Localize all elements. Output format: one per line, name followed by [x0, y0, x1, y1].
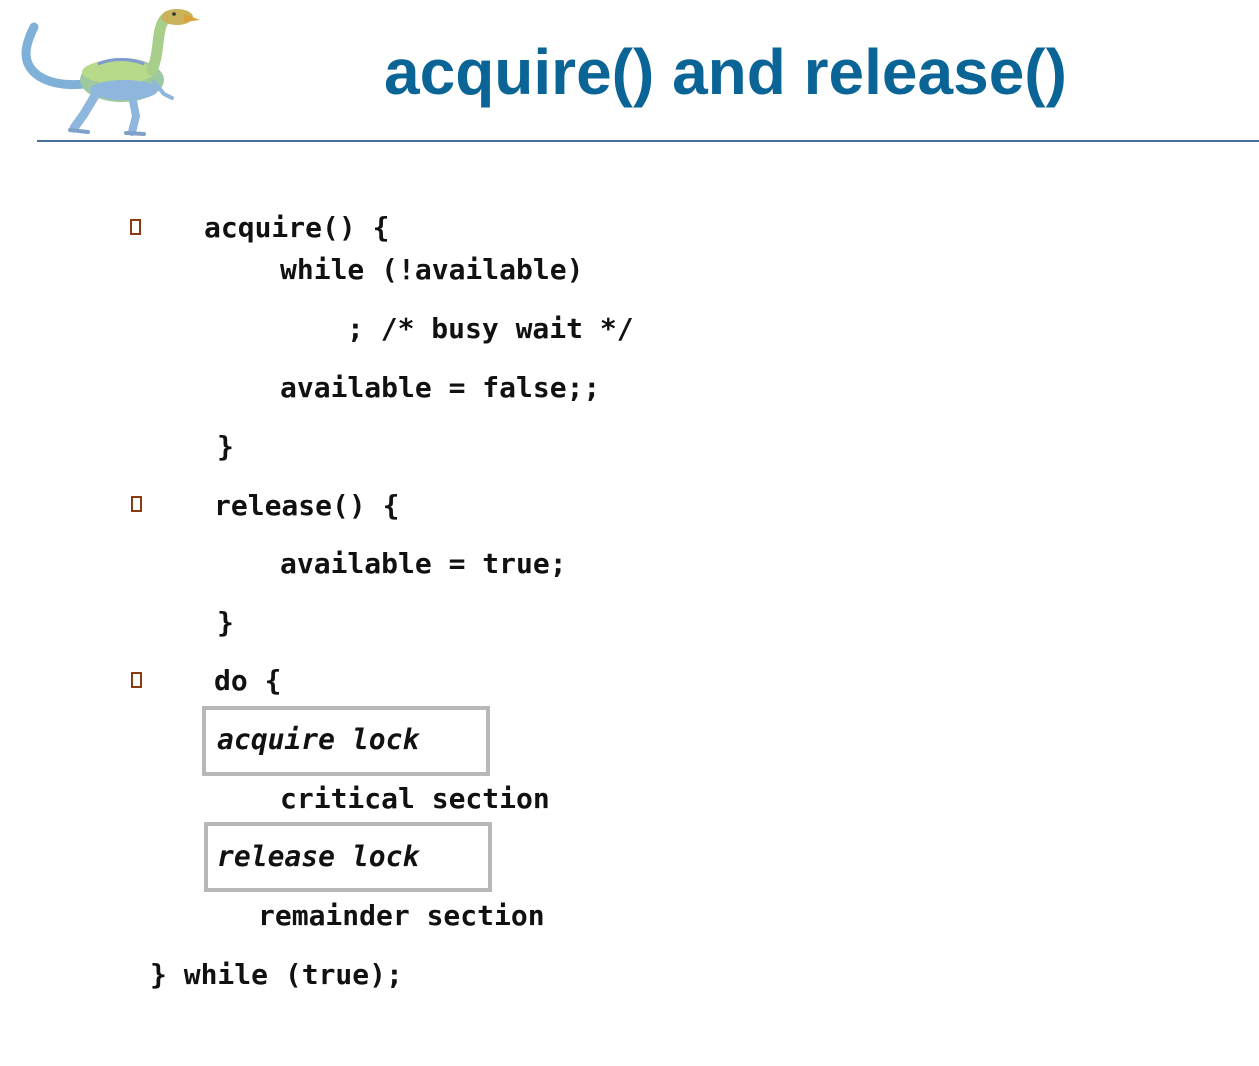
acquire-lock-box [202, 706, 490, 776]
code-available-false: available = false;; [280, 371, 601, 404]
code-do-open: do { [214, 664, 282, 697]
release-lock-box [204, 822, 492, 892]
code-available-true: available = true; [280, 547, 567, 580]
bullet-marker [130, 219, 141, 235]
dinosaur-logo-icon [21, 9, 200, 136]
code-remainder-section: remainder section [258, 899, 545, 932]
code-release-lock: release lock [217, 840, 420, 873]
code-critical-section: critical section [280, 782, 550, 815]
code-acquire-signature: acquire() { [204, 211, 390, 244]
code-acquire-lock: acquire lock [217, 723, 420, 756]
code-release-signature: release() { [214, 489, 400, 522]
bullet-marker [131, 496, 142, 512]
code-close-brace: } [217, 430, 234, 463]
code-busy-wait: ; /* busy wait */ [347, 312, 634, 345]
code-while-available: while (!available) [280, 253, 584, 286]
bullet-marker [131, 672, 142, 688]
code-close-brace: } [217, 606, 234, 639]
slide-title: acquire() and release() [384, 36, 1067, 108]
title-divider [37, 140, 1259, 142]
code-while-true: } while (true); [150, 958, 403, 991]
